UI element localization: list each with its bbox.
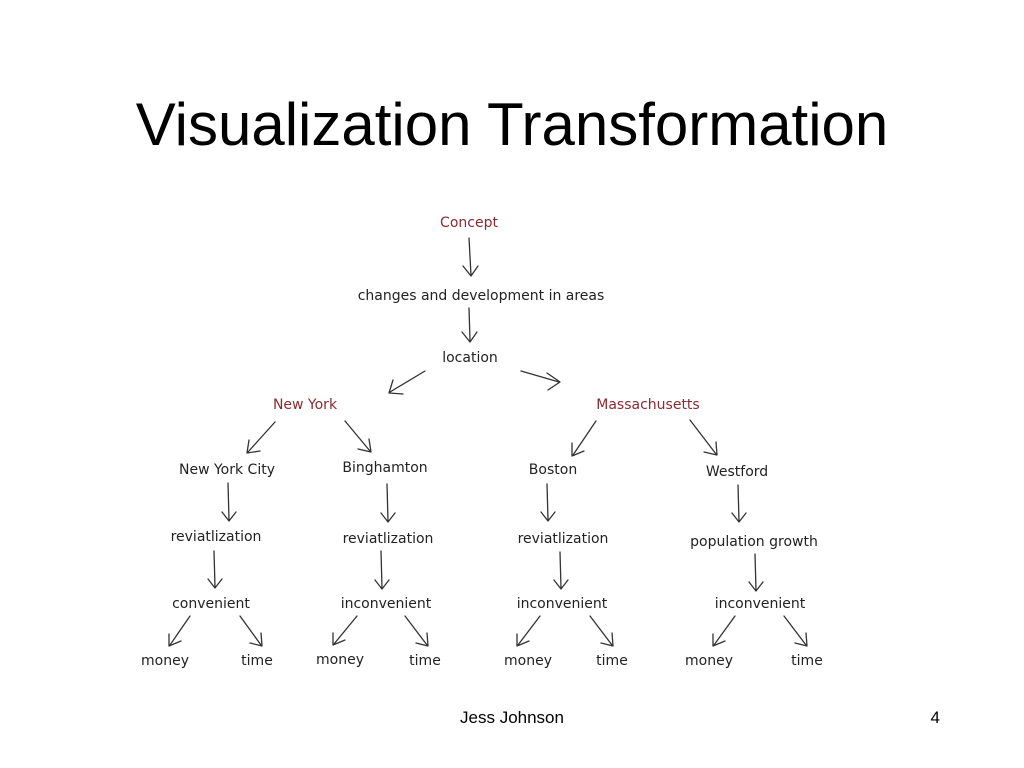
node-boston-attribute: reviatlization: [518, 531, 609, 547]
node-boston-money: money: [504, 653, 552, 669]
arrow-westford-rating-to-time: [783, 615, 808, 647]
node-new-york-city: New York City: [179, 462, 275, 478]
arrow-westford-attribute-to-rating: [748, 553, 764, 592]
node-concept: Concept: [440, 215, 498, 231]
node-westford-rating: inconvenient: [715, 596, 806, 612]
page-number: 4: [930, 708, 940, 727]
arrow-westford-rating-to-money: [712, 615, 736, 647]
slide-title: Visualization Transformation: [135, 91, 889, 158]
arrow-massachusetts-to-westford: [689, 419, 718, 456]
arrow-boston-rating-to-money: [516, 615, 541, 647]
node-binghamton: Binghamton: [342, 460, 427, 476]
arrow-boston-rating-to-time: [589, 615, 614, 647]
arrow-nyc-to-attribute: [221, 482, 237, 522]
node-binghamton-rating: inconvenient: [341, 596, 432, 612]
node-new-york: New York: [273, 397, 338, 413]
node-binghamton-attribute: reviatlization: [343, 531, 434, 547]
arrow-westford-to-attribute: [731, 484, 747, 523]
node-westford-money: money: [685, 653, 733, 669]
node-nyc-time: time: [241, 653, 273, 669]
arrow-changes-to-location: [461, 307, 478, 343]
node-westford-time: time: [791, 653, 823, 669]
arrow-nyc-rating-to-money: [168, 615, 191, 647]
node-boston-time: time: [596, 653, 628, 669]
footer-author: Jess Johnson: [460, 708, 564, 727]
arrow-nyc-rating-to-time: [239, 615, 263, 647]
node-location: location: [442, 350, 498, 366]
arrow-binghamton-attribute-to-rating: [374, 550, 390, 590]
arrow-nyc-attribute-to-rating: [207, 550, 223, 589]
node-westford: Westford: [706, 464, 768, 480]
node-binghamton-time: time: [409, 653, 441, 669]
node-boston-rating: inconvenient: [517, 596, 608, 612]
concept-tree-diagram: Concept changes and development in areas…: [141, 215, 823, 669]
arrow-location-to-massachusetts: [520, 370, 561, 391]
node-binghamton-money: money: [316, 652, 364, 668]
node-nyc-attribute: reviatlization: [171, 529, 262, 545]
arrow-boston-attribute-to-rating: [553, 551, 569, 590]
arrow-binghamton-rating-to-time: [404, 615, 429, 647]
node-nyc-money: money: [141, 653, 189, 669]
node-changes-and-development: changes and development in areas: [358, 288, 605, 304]
arrow-concept-to-changes: [462, 237, 479, 277]
node-massachusetts: Massachusetts: [596, 397, 699, 413]
arrow-massachusetts-to-boston: [571, 420, 597, 457]
arrow-boston-to-attribute: [540, 483, 556, 522]
node-boston: Boston: [529, 462, 577, 478]
arrow-location-to-new-york: [388, 370, 426, 395]
node-nyc-rating: convenient: [172, 596, 250, 612]
arrow-binghamton-rating-to-money: [332, 615, 358, 646]
node-westford-attribute: population growth: [690, 534, 818, 550]
arrow-new-york-to-binghamton: [344, 420, 372, 453]
arrow-binghamton-to-attribute: [380, 483, 396, 523]
arrow-new-york-to-nyc: [246, 421, 276, 454]
